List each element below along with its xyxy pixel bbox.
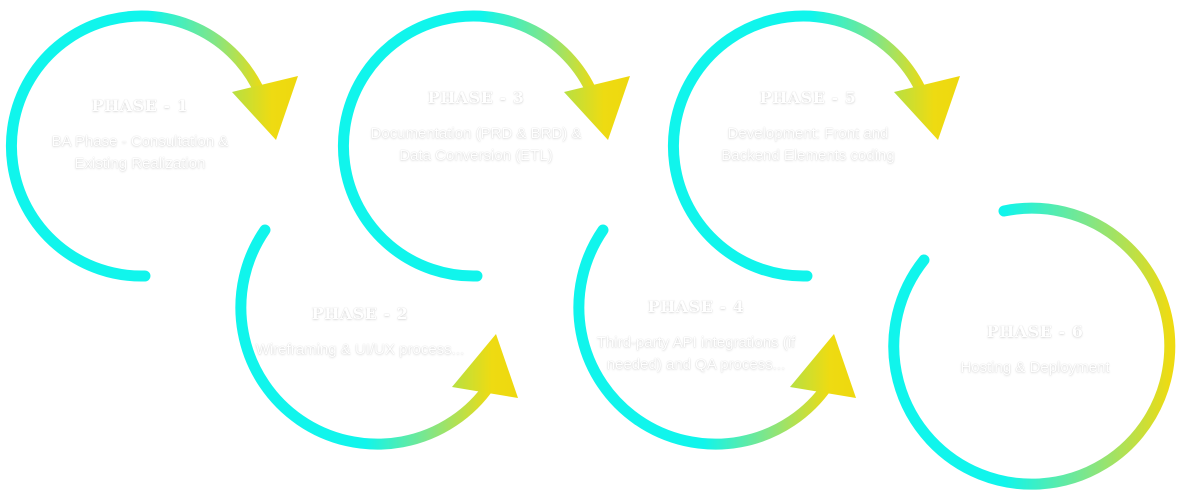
arrow-head-icon [452, 334, 518, 398]
phase-1-text: PHASE - 1 BA Phase - Consultation & Exis… [30, 96, 250, 175]
phase-ring-2 [235, 224, 518, 450]
phase-6-text: PHASE - 6 Hosting & Deployment [925, 322, 1145, 379]
arrow-head-icon [564, 76, 630, 140]
ring-arc [888, 202, 1176, 490]
phase-ring-3 [337, 10, 630, 282]
ring-arc [235, 224, 496, 450]
ring-arc [573, 224, 834, 450]
phase-title: PHASE - 4 [647, 297, 745, 316]
arrow-head-icon [232, 76, 298, 140]
phase-ring-6 [888, 202, 1176, 490]
arrow-head-icon [894, 76, 960, 140]
arrow-head-icon [790, 334, 856, 398]
phase-title: PHASE - 2 [311, 304, 409, 323]
phase-title: PHASE - 1 [91, 96, 189, 115]
phase-description: Wireframing & UI/UX process... [255, 341, 465, 358]
phase-3-text: PHASE - 3 Documentation (PRD & BRD) & Da… [366, 88, 586, 167]
ring-arc [337, 10, 601, 282]
phase-description: Hosting & Deployment [960, 359, 1110, 376]
phase-description: Documentation (PRD & BRD) & Data Convers… [370, 125, 582, 164]
phase-title: PHASE - 6 [986, 322, 1084, 341]
phase-5-text: PHASE - 5 Development: Front and Backend… [698, 88, 918, 167]
phase-title: PHASE - 3 [427, 88, 525, 107]
phase-ring-1 [5, 10, 298, 282]
phase-4-text: PHASE - 4 Third-party API integrations (… [586, 297, 806, 376]
phase-description: Development: Front and Backend Elements … [721, 125, 895, 164]
ring-arc [667, 10, 931, 282]
phase-description: Third-party API integrations (if needed)… [596, 334, 796, 373]
phase-ring-4 [573, 224, 856, 450]
ring-arc [5, 10, 269, 282]
phase-title: PHASE - 5 [759, 88, 857, 107]
phase-ring-5 [667, 10, 960, 282]
phase-description: BA Phase - Consultation & Existing Reali… [51, 133, 229, 172]
phase-2-text: PHASE - 2 Wireframing & UI/UX process... [250, 304, 470, 361]
